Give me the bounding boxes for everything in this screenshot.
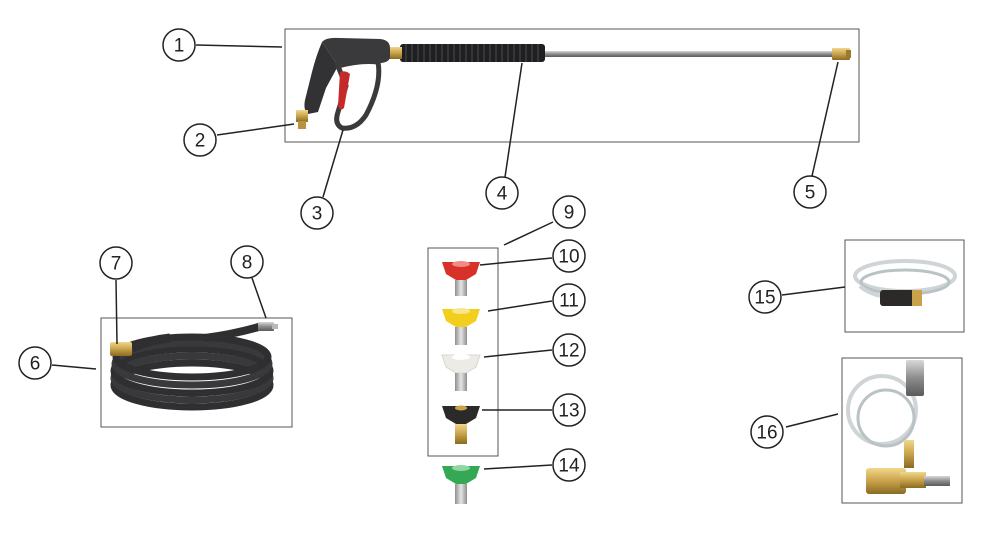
callout-16: 16 (750, 415, 784, 449)
callout-11-label: 11 (559, 291, 579, 312)
filter-hose-box (844, 239, 965, 333)
callout-8: 8 (230, 245, 264, 279)
callout-2-label: 2 (195, 131, 206, 152)
callout-2: 2 (183, 123, 217, 157)
hose-box (100, 317, 293, 428)
callout-16-label: 16 (756, 423, 777, 444)
filter-hose-illustration (853, 259, 957, 306)
callout-11: 11 (552, 283, 586, 317)
callout-10-label: 10 (558, 247, 579, 268)
callout-3-label: 3 (312, 204, 323, 225)
callout-6: 6 (18, 346, 52, 380)
callout-15: 15 (748, 280, 782, 314)
callout-7-label: 7 (111, 254, 122, 275)
callout-9-label: 9 (564, 203, 575, 224)
injector-box (841, 357, 963, 504)
callout-4-label: 4 (497, 184, 508, 205)
callout-12: 12 (552, 333, 586, 367)
callout-4: 4 (485, 176, 519, 210)
injector-illustration (846, 360, 950, 494)
nozzle-red (442, 261, 480, 296)
callout-13-label: 13 (558, 401, 579, 422)
callout-12-label: 12 (558, 341, 579, 362)
callout-9: 9 (552, 195, 586, 229)
nozzle-set-box (427, 247, 499, 457)
spray-gun-illustration (296, 37, 851, 131)
callout-13: 13 (552, 393, 586, 427)
callout-5-label: 5 (805, 183, 816, 204)
nozzle-white (441, 354, 481, 391)
callout-6-label: 6 (30, 354, 41, 375)
callout-7: 7 (99, 246, 133, 280)
gun-wand-box (284, 28, 860, 143)
nozzle-yellow (442, 308, 480, 345)
callout-1: 1 (162, 28, 196, 62)
callout-14-label: 14 (558, 456, 580, 477)
callout-1-label: 1 (174, 36, 185, 57)
callout-14: 14 (552, 448, 586, 482)
callout-15-label: 15 (754, 288, 775, 309)
callout-8-label: 8 (242, 253, 253, 274)
callout-5: 5 (793, 175, 827, 209)
callout-3: 3 (300, 196, 334, 230)
callout-10: 10 (552, 239, 586, 273)
nozzle-black (442, 405, 480, 444)
hose-illustration (110, 322, 278, 411)
nozzle-green (442, 465, 480, 504)
leader-lines (51, 44, 846, 470)
